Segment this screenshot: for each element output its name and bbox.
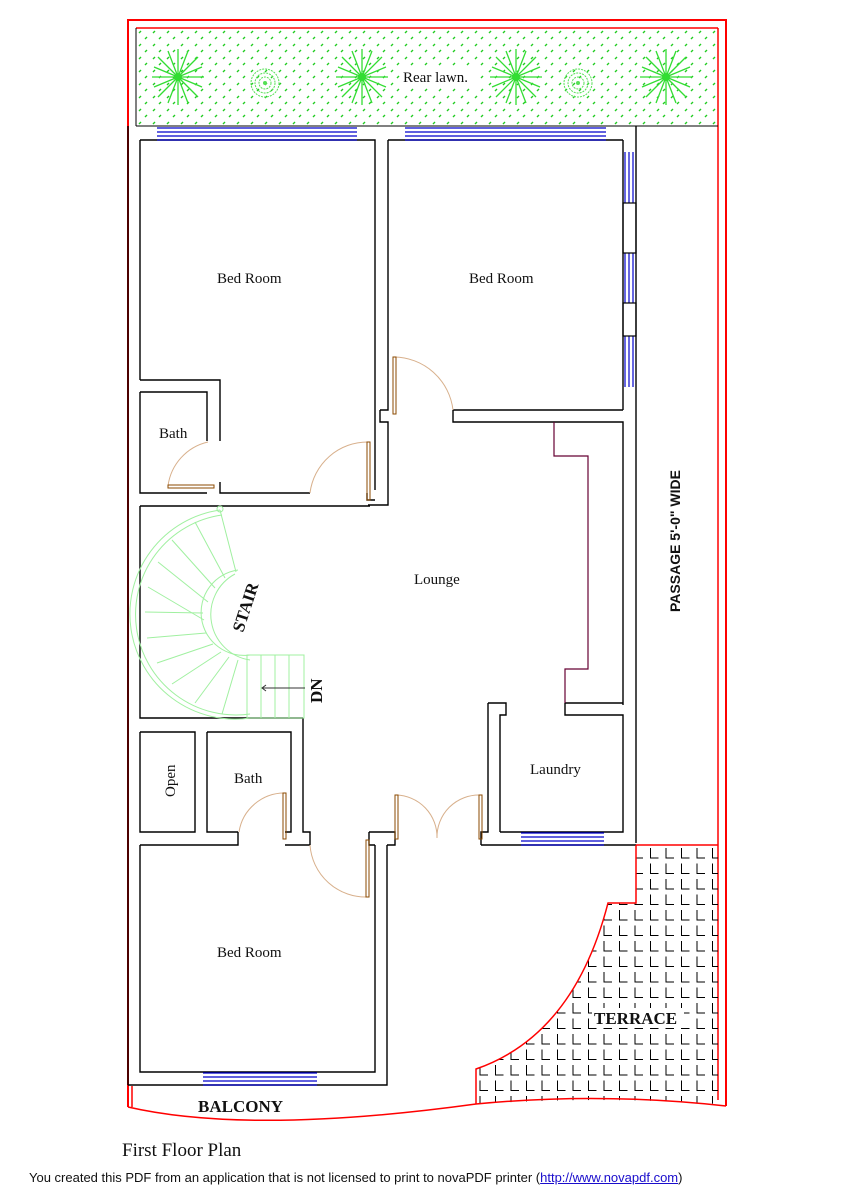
balcony [127, 1086, 727, 1122]
terrace: TERRACE [475, 844, 718, 1104]
window-right-2 [624, 253, 634, 303]
door-bath-top [167, 441, 215, 489]
rear-lawn: Rear lawn. [135, 28, 718, 127]
label-stair-dn: DN [307, 678, 326, 703]
window-top-right [405, 127, 606, 141]
windows [157, 127, 637, 1086]
label-bed-room-bottom: Bed Room [217, 945, 282, 961]
label-passage: PASSAGE 5'-0" WIDE [667, 470, 683, 612]
notice-prefix: You created this PDF from an application… [29, 1170, 541, 1185]
label-bed-room-top-right: Bed Room [469, 271, 534, 287]
window-laundry [521, 832, 604, 846]
license-notice: You created this PDF from an application… [29, 1170, 682, 1185]
stair-down-arrow [261, 684, 305, 692]
door-bedroom-bottom [309, 839, 370, 898]
walls [127, 126, 637, 1086]
spiral-stair [129, 505, 305, 720]
drawing-title: First Floor Plan [122, 1140, 242, 1161]
window-top-left [157, 127, 357, 141]
label-lounge: Lounge [414, 572, 460, 588]
door-bath-bottom [238, 792, 287, 840]
window-bottom-bedroom [203, 1072, 317, 1086]
novapdf-link[interactable]: http://www.novapdf.com [540, 1170, 679, 1185]
label-rear-lawn: Rear lawn. [403, 70, 468, 86]
door-bedroom-top-left [309, 441, 371, 501]
label-stair: STAIR [229, 579, 263, 634]
label-terrace: TERRACE [594, 1009, 677, 1028]
notice-suffix: ) [678, 1170, 683, 1185]
label-laundry: Laundry [530, 762, 581, 778]
lounge-partition [553, 422, 589, 703]
label-balcony: BALCONY [198, 1097, 283, 1116]
window-right-1 [624, 152, 634, 203]
label-open: Open [163, 764, 179, 797]
door-double-entry [394, 794, 483, 840]
window-right-3 [624, 336, 634, 387]
doors [167, 356, 483, 898]
door-bedroom-top-right [392, 356, 454, 415]
label-bath-bottom: Bath [234, 771, 263, 787]
label-bath-top: Bath [159, 426, 188, 442]
label-bed-room-top-left: Bed Room [217, 271, 282, 287]
